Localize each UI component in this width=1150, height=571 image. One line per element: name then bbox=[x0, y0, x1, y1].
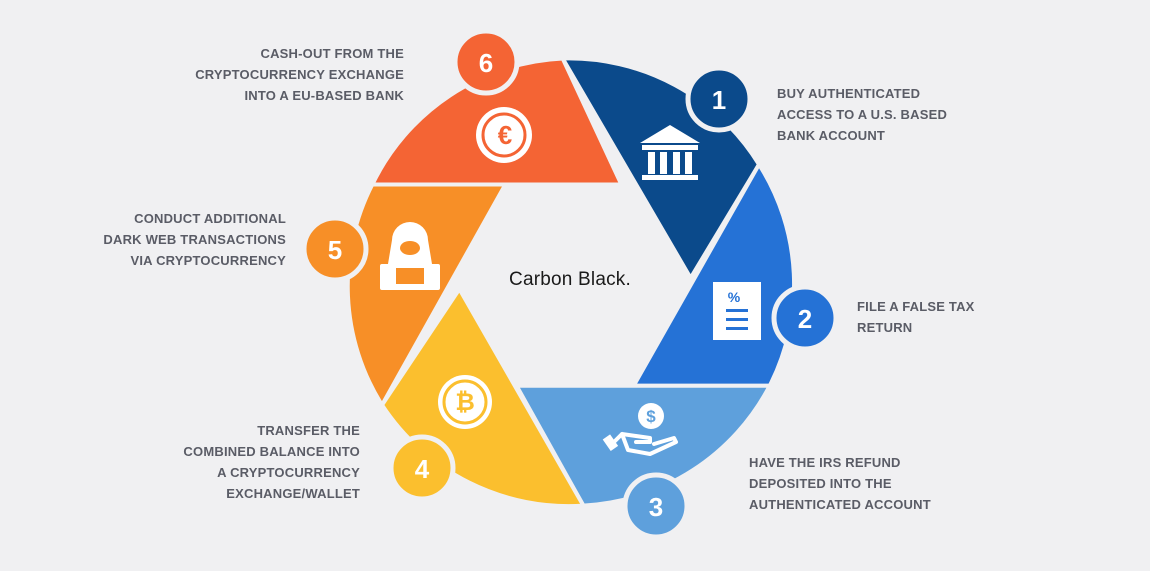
tax-document-icon: % bbox=[713, 282, 761, 340]
bitcoin-icon: ₿ bbox=[438, 375, 492, 429]
badge-4: 4 bbox=[388, 434, 456, 502]
badge-3: 3 bbox=[622, 472, 690, 540]
badge-6: 6 bbox=[452, 28, 520, 96]
ring-segments bbox=[345, 56, 797, 509]
badge-number: 2 bbox=[798, 304, 812, 334]
segment-5 bbox=[345, 182, 509, 409]
hacker-icon bbox=[380, 222, 440, 290]
step-badges: 1 2 3 4 5 6 bbox=[301, 28, 839, 540]
badge-number: 6 bbox=[479, 48, 493, 78]
step-6-label: CASH-OUT FROM THE CRYPTOCURRENCY EXCHANG… bbox=[195, 46, 404, 103]
step-2-label: FILE A FALSE TAX RETURN bbox=[857, 299, 975, 335]
step-3-label: HAVE THE IRS REFUND DEPOSITED INTO THE A… bbox=[749, 455, 931, 512]
svg-text:%: % bbox=[728, 289, 741, 305]
badge-1: 1 bbox=[685, 65, 753, 133]
bank-icon bbox=[640, 125, 700, 180]
step-5-label: CONDUCT ADDITIONAL DARK WEB TRANSACTIONS… bbox=[103, 211, 286, 268]
badge-number: 1 bbox=[712, 85, 726, 115]
step-4-label: TRANSFER THE COMBINED BALANCE INTO A CRY… bbox=[183, 423, 360, 501]
brand-logo: Carbon Black. bbox=[509, 269, 631, 290]
svg-text:₿: ₿ bbox=[455, 389, 475, 416]
euro-icon: € bbox=[476, 107, 532, 163]
badge-number: 5 bbox=[328, 235, 342, 265]
badge-5: 5 bbox=[301, 215, 369, 283]
svg-text:€: € bbox=[498, 120, 512, 150]
badge-number: 4 bbox=[415, 454, 430, 484]
dollar-hand-icon: $ bbox=[602, 403, 678, 456]
segment-3 bbox=[513, 383, 773, 508]
step-1-label: BUY AUTHENTICATED ACCESS TO A U.S. BASED… bbox=[777, 86, 948, 143]
svg-text:$: $ bbox=[646, 407, 656, 426]
badge-2: 2 bbox=[771, 284, 839, 352]
badge-number: 3 bbox=[649, 492, 663, 522]
